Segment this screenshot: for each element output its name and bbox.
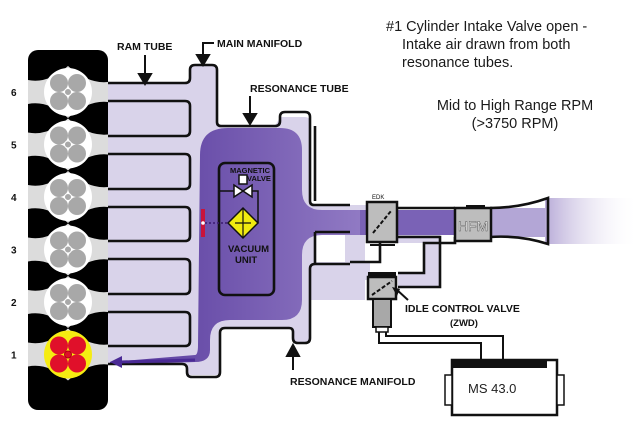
label-arrows <box>137 42 301 370</box>
cylinder-6: 6 <box>11 66 108 118</box>
cylinder-number: 5 <box>11 141 17 152</box>
cylinder-3: 3 <box>11 223 108 276</box>
cylinder-number: 4 <box>11 193 17 204</box>
valve <box>50 126 68 145</box>
valve <box>50 74 68 92</box>
spark-plug <box>64 140 72 149</box>
rpm-text: Mid to High Range RPM (>3750 RPM) <box>420 97 610 133</box>
valve <box>68 231 86 250</box>
cylinder-number: 3 <box>11 246 17 257</box>
label-resonance-manifold: RESONANCE MANIFOLD <box>290 376 416 388</box>
cylinder-5: 5 <box>11 118 108 171</box>
manifold-outline <box>105 63 550 379</box>
cylinder-number: 1 <box>11 351 17 362</box>
spark-plug <box>64 193 72 201</box>
cylinder-number: 6 <box>11 88 17 99</box>
cylinder-number: 2 <box>11 298 17 309</box>
label-zwd: (ZWD) <box>450 318 478 329</box>
valve <box>68 284 86 302</box>
edk-throttle <box>365 200 399 246</box>
valve <box>68 92 86 110</box>
label-idle-control-valve: IDLE CONTROL VALVE <box>405 303 520 315</box>
cylinder-2: 2 <box>11 276 108 328</box>
valve <box>50 179 68 197</box>
idle-control-valve <box>366 272 504 360</box>
label-main-manifold: MAIN MANIFOLD <box>217 38 303 50</box>
valve <box>68 126 86 145</box>
valve <box>50 336 68 355</box>
valve <box>50 284 68 302</box>
label-magnetic: MAGNETIC <box>230 166 271 175</box>
description-line-3: resonance tubes. <box>402 55 514 71</box>
valve <box>68 179 86 197</box>
cylinder-bank: 6 5 4 3 2 1 <box>11 66 108 381</box>
valve <box>68 144 86 163</box>
spark-plug <box>64 298 72 306</box>
cylinder-4: 4 <box>11 171 108 223</box>
valve <box>68 336 86 355</box>
vacuum-unit <box>201 206 260 240</box>
spark-plug <box>64 245 72 254</box>
valve <box>50 354 68 373</box>
valve <box>68 354 86 373</box>
airflow-arrow-cylinder-1 <box>110 356 196 368</box>
label-vacuum: VACUUM <box>228 244 269 255</box>
label-edk: EDK <box>372 195 384 201</box>
valve <box>50 231 68 250</box>
ecu-module <box>444 358 565 417</box>
description-text: #1 Cylinder Intake Valve open - Intake a… <box>386 18 636 72</box>
spark-plug <box>64 88 72 96</box>
hfm-sensor <box>453 205 493 243</box>
valve <box>68 302 86 320</box>
label-resonance-tube: RESONANCE TUBE <box>250 83 349 95</box>
valve <box>68 74 86 92</box>
valve <box>50 249 68 268</box>
valve <box>50 92 68 110</box>
magnetic-valve <box>220 174 259 223</box>
cylinder-1: 1 <box>11 328 108 381</box>
description-line-1: #1 Cylinder Intake Valve open - <box>386 19 588 35</box>
label-ecu: MS 43.0 <box>468 381 516 396</box>
label-ram-tube: RAM TUBE <box>117 41 172 53</box>
valve <box>50 302 68 320</box>
valve <box>50 144 68 163</box>
label-valve: VALVE <box>247 174 271 183</box>
rpm-threshold-label: (>3750 RPM) <box>471 116 559 132</box>
valve <box>50 197 68 215</box>
rpm-range-label: Mid to High Range RPM <box>436 98 594 114</box>
label-unit: UNIT <box>235 255 257 266</box>
description-line-2: Intake air drawn from both <box>402 37 571 53</box>
label-hfm: HFM <box>458 218 488 234</box>
valve <box>68 249 86 268</box>
spark-plug <box>64 350 72 359</box>
valve <box>68 197 86 215</box>
